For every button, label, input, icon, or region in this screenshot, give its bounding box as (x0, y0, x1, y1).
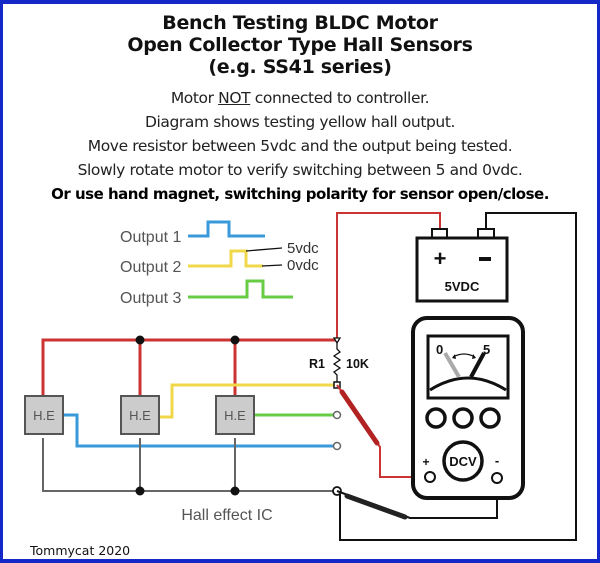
meter-mode-dial[interactable] (442, 440, 484, 482)
instruction-1-emphasis: NOT (218, 89, 251, 107)
power-junction-2 (230, 335, 240, 345)
meter-plus-label: + (422, 455, 429, 469)
battery-minus-sign (479, 257, 491, 261)
black-probe (336, 483, 498, 520)
hall-sensor-3: H.E (215, 395, 255, 435)
instruction-line-4: Slowly rotate motor to verify switching … (77, 161, 523, 179)
title-line-2: Open Collector Type Hall Sensors (127, 34, 473, 56)
output-1-label: Output 1 (120, 229, 181, 246)
battery-plus-sign: + (434, 246, 447, 271)
resistor-top-terminal (332, 337, 342, 345)
blue-output-wire (63, 413, 337, 448)
instruction-line-5: Or use hand magnet, switching polarity f… (51, 185, 549, 203)
output-1-waveform (188, 220, 265, 238)
meter-mode-label: DCV (449, 454, 477, 469)
black-probe-tip (344, 493, 408, 520)
multimeter: 0 5 DCV + - (411, 316, 525, 500)
resistor-value: 10K (346, 357, 369, 371)
swing-arrow-right-head (472, 354, 476, 359)
meter-minus-jack[interactable] (491, 472, 503, 484)
title-line-3: (e.g. SS41 series) (208, 56, 392, 78)
output-2-waveform (188, 249, 263, 268)
resistor-name: R1 (309, 357, 325, 371)
battery-body (415, 236, 509, 303)
instruction-line-2: Diagram shows testing yellow hall output… (144, 113, 456, 131)
battery-positive-wire (336, 212, 441, 338)
output-3-label: Output 3 (120, 290, 181, 307)
hall-sensor-2: H.E (120, 395, 160, 435)
blue-test-terminal (332, 441, 342, 451)
5vdc-pointer (245, 247, 283, 252)
hall-effect-caption: Hall effect IC (181, 507, 272, 524)
meter-button-2[interactable] (452, 407, 474, 429)
instruction-1-prefix: Motor (170, 89, 219, 107)
0vdc-pointer (261, 264, 283, 267)
battery-label: 5VDC (445, 279, 480, 294)
power-junction-1 (135, 335, 145, 345)
instruction-line-1: Motor NOT connected to controller. (3, 90, 597, 107)
hall-sensor-3-label: H.E (224, 408, 246, 423)
red-probe (336, 384, 430, 478)
power-rail (41, 335, 337, 396)
meter-scale-max: 5 (483, 342, 490, 357)
battery: + 5VDC (336, 212, 577, 541)
meter-display (426, 334, 510, 400)
meter-button-1[interactable] (425, 407, 447, 429)
hall-sensor-2-label: H.E (129, 408, 151, 423)
meter-needle-five (469, 352, 486, 378)
meter-needle-zero (443, 351, 461, 379)
output-2-label: Output 2 (120, 259, 181, 276)
5vdc-label: 5vdc (287, 240, 319, 257)
0vdc-label: 0vdc (287, 257, 319, 274)
green-test-terminal (332, 410, 342, 420)
ground-junction-1 (135, 486, 145, 496)
circuit-schematic: Output 1 Output 2 5vdc 0vdc Output 3 + 5… (24, 212, 577, 541)
meter-minus-label: - (495, 453, 499, 468)
meter-plus-jack[interactable] (424, 471, 436, 483)
meter-scale-arc (429, 376, 507, 392)
hall-sensor-1-label: H.E (33, 408, 55, 423)
ground-rail (42, 438, 337, 496)
author-credit: Tommycat 2020 (30, 543, 131, 558)
swing-arrow-left-head (452, 354, 456, 359)
resistor-r1: R1 10K (309, 337, 369, 385)
ground-junction-2 (230, 486, 240, 496)
instruction-line-3: Move resistor between 5vdc and the outpu… (87, 137, 513, 155)
output-3-waveform (188, 279, 293, 299)
hall-sensor-1: H.E (24, 395, 64, 435)
yellow-output-wire (159, 383, 337, 419)
resistor-zigzag (332, 343, 342, 385)
meter-button-3[interactable] (479, 407, 501, 429)
battery-negative-wire (339, 212, 577, 541)
meter-scale-min: 0 (436, 342, 443, 357)
power-rail-wire (41, 338, 337, 396)
instruction-1-suffix: connected to controller. (250, 89, 430, 107)
red-probe-tip (339, 389, 380, 446)
title-line-1: Bench Testing BLDC Motor (162, 12, 438, 34)
output-legend: Output 1 Output 2 5vdc 0vdc Output 3 (120, 220, 319, 307)
